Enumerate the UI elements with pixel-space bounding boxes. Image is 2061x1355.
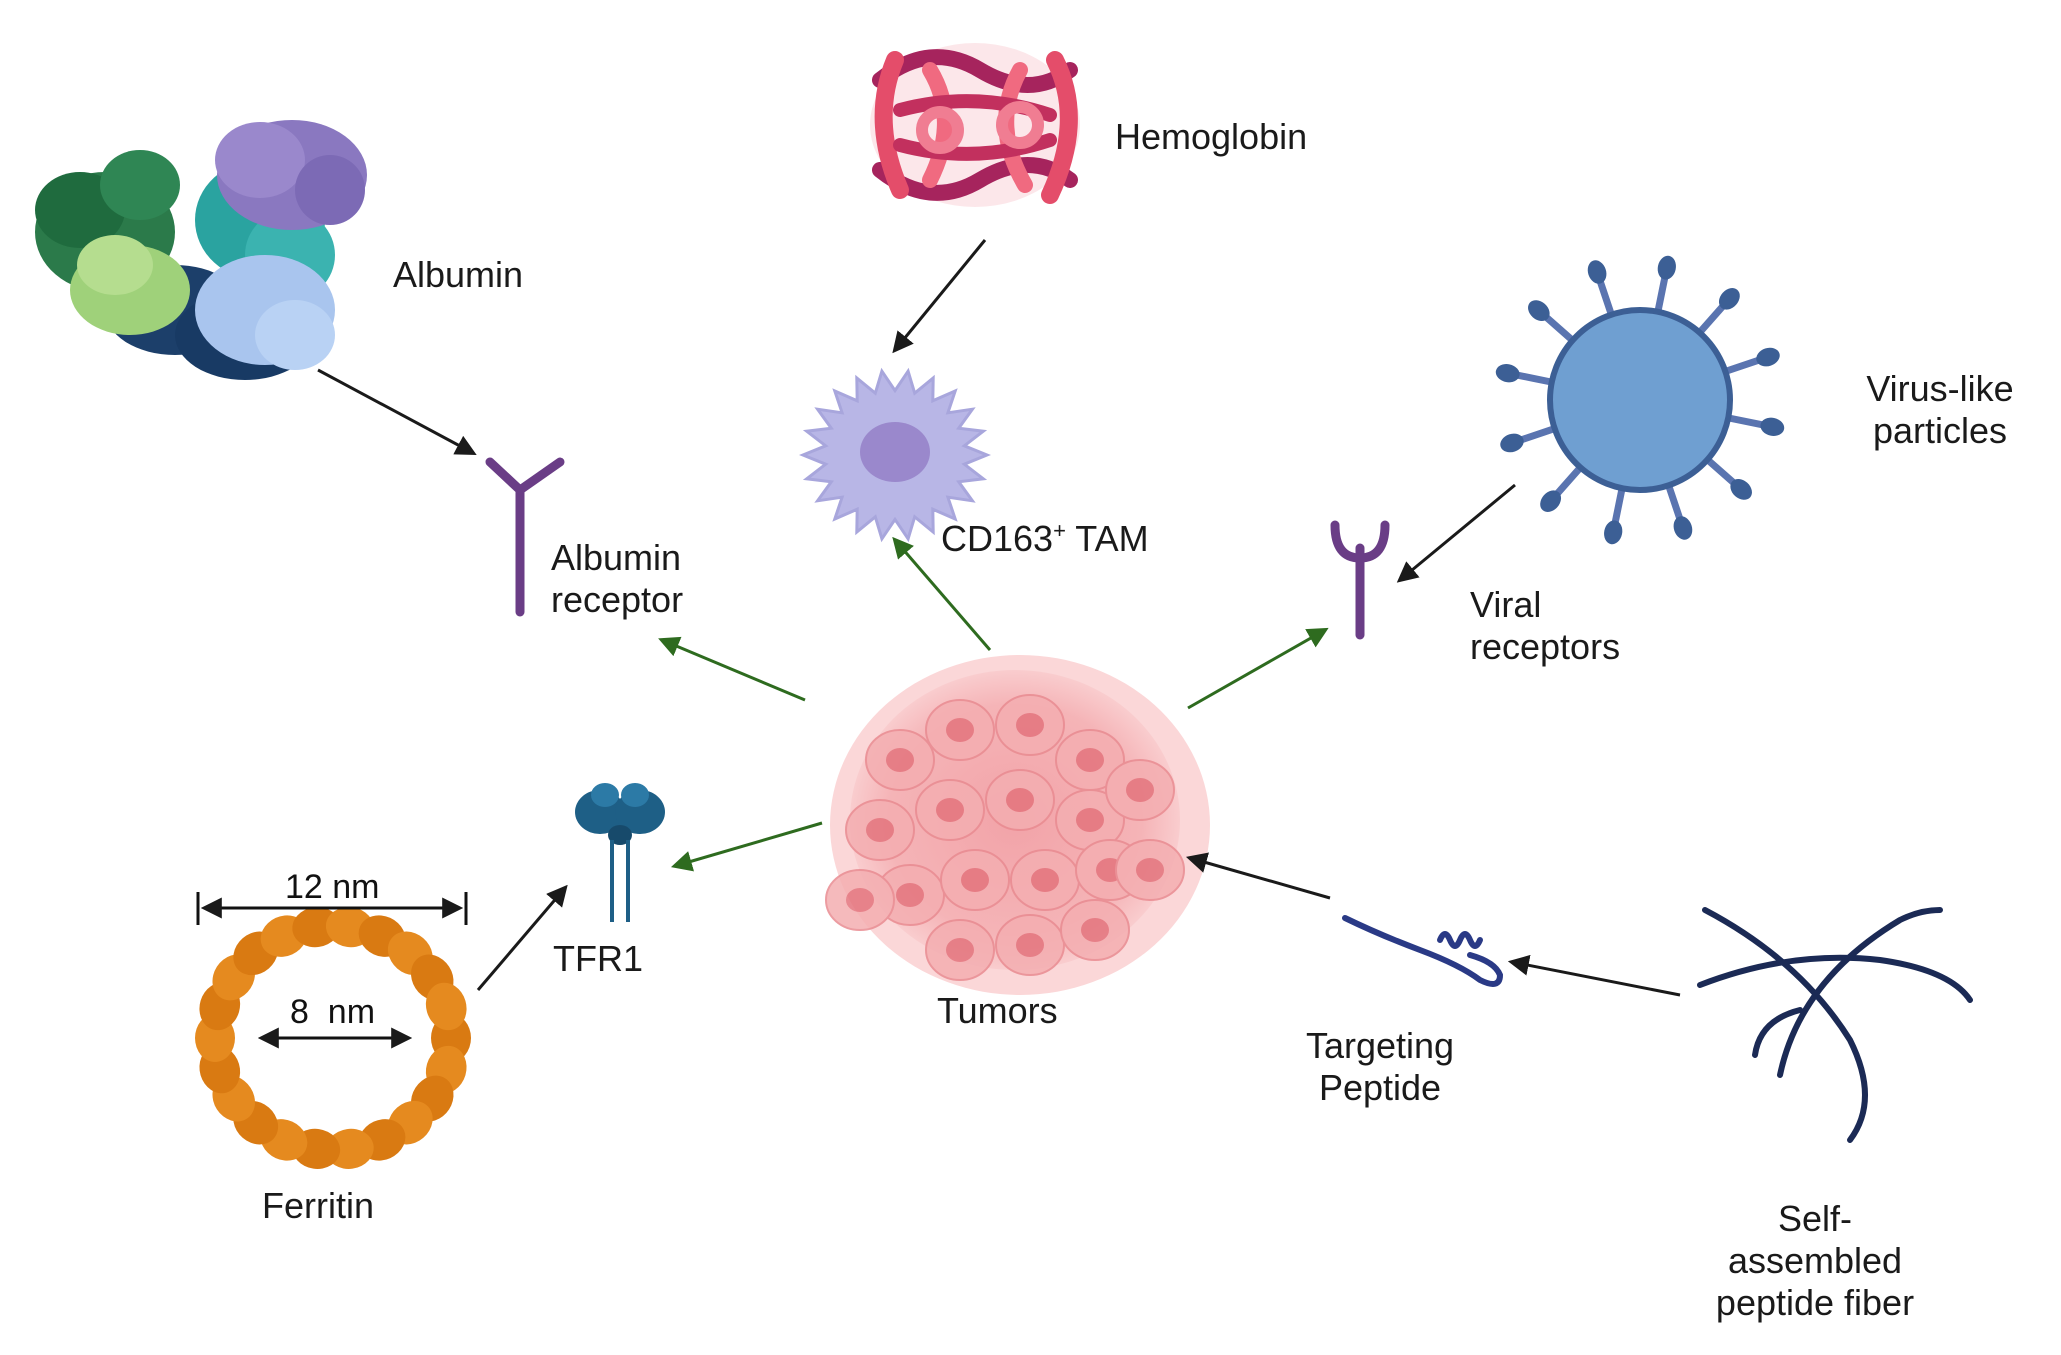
viral-receptor-icon [1330,520,1390,640]
label-albumin-receptor-line2: receptor [551,579,684,620]
label-viral-receptors-line1: Viral [1470,584,1542,625]
ferritin-dimension-lines [196,892,468,1049]
label-outer-diameter: 12 nm [285,868,380,906]
label-targeting-peptide-line1: Targeting [1305,1025,1455,1066]
label-virus-like-line1: Virus-like [1866,368,2014,409]
label-virus-like-particles: Virus-like particles [1830,368,2050,452]
tfr1-receptor-icon [575,783,665,922]
tumor-arrows [658,536,1329,872]
label-tam-rest: TAM [1065,518,1149,559]
arrow-peptide-to-tumor [1185,852,1331,900]
label-self-assembled-line2: assembled [1727,1240,1903,1281]
label-inner-diameter: 8 nm [290,993,376,1031]
label-hemoglobin: Hemoglobin [1115,116,1308,157]
label-albumin-receptor-line1: Albumin [551,537,682,578]
label-tam-sup: + [1053,518,1066,543]
arrow-fiber-to-peptide [1507,954,1681,997]
tumor-mass-icon [825,655,1210,995]
targeting-peptide-icon [1342,915,1504,987]
arrow-albumin-to-receptor [317,368,477,455]
label-albumin: Albumin [393,254,524,295]
virus-like-particle-icon [1495,255,1785,545]
peptide-fiber-icon [1697,907,1973,1143]
arrow-ferritin-to-tfr1 [476,884,568,991]
label-targeting-peptide-line2: Peptide [1318,1067,1442,1108]
hemoglobin-protein-icon [870,43,1080,207]
label-albumin-receptor: Albumin receptor [551,537,683,621]
albumin-protein-icon [35,120,367,380]
label-tam: CD163+ TAM [941,510,1149,560]
label-targeting-peptide: Targeting Peptide [1270,1025,1490,1109]
label-tumors: Tumors [937,990,1058,1031]
arrow-tumor-to-tfr1 [670,821,823,872]
albumin-receptor-icon [485,457,565,617]
label-tfr1: TFR1 [553,938,643,979]
arrow-tumor-to-albumin-receptor [658,636,806,702]
label-self-assembled-line3: peptide fiber [1715,1282,1915,1323]
label-viral-receptors: Viral receptors [1470,584,1620,668]
label-viral-receptors-line2: receptors [1470,626,1621,667]
label-self-assembled-line1: Self- [1777,1198,1853,1239]
arrow-hemoglobin-to-tam [892,239,987,354]
label-self-assembled-peptide-fiber: Self- assembled peptide fiber [1690,1198,1940,1324]
label-ferritin: Ferritin [262,1185,375,1226]
label-tam-main: CD163 [941,518,1054,559]
binding-arrows [317,239,1681,997]
arrow-tumor-to-tam [892,536,992,651]
label-virus-like-line2: particles [1872,410,2008,451]
arrow-virus-to-viral-receptor [1396,483,1516,583]
arrow-tumor-to-viral-receptor [1187,627,1329,710]
tam-cell-icon [799,367,991,543]
